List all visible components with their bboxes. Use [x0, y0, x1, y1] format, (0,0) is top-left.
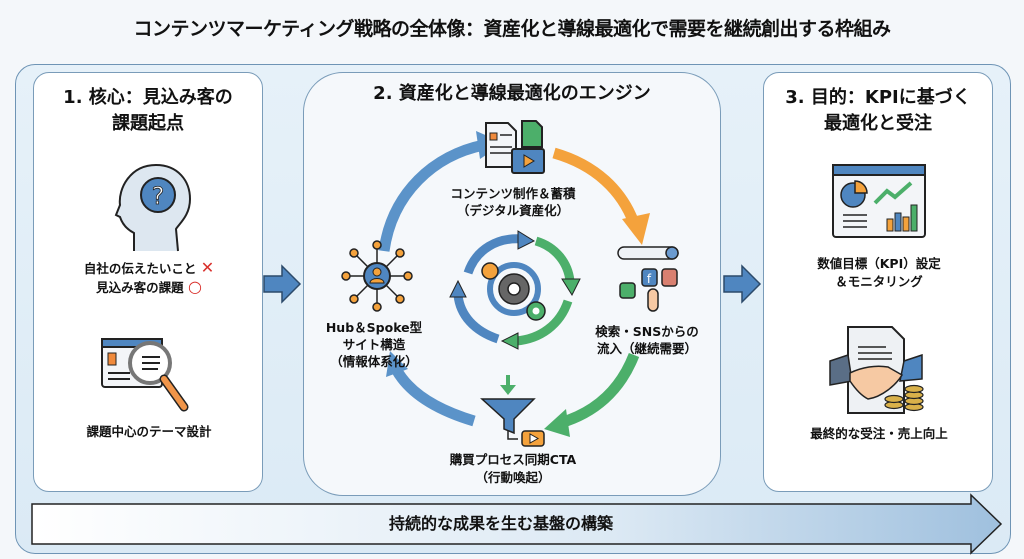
- site-structure-label: サイト構造: [342, 337, 406, 352]
- panel-core-heading-2: 課題起点: [112, 113, 184, 134]
- search-sns-label: 検索・SNSからの: [595, 324, 699, 339]
- svg-text:f: f: [647, 272, 652, 286]
- funnel-cta-icon: [480, 375, 545, 447]
- dashboard-chart-icon: [832, 164, 926, 238]
- panel-core-heading-1: 1. 核心：見込み客の: [63, 87, 233, 108]
- panel-goal: 3. 目的：KPIに基づく 最適化と受注 数値目標（KPI）設定 ＆モニタリング…: [763, 72, 993, 492]
- foundation-label: 持続的な成果を生む基盤の構築: [388, 514, 613, 533]
- magnifier-document-icon: [101, 338, 189, 412]
- page-title: コンテンツマーケティング戦略の全体像：資産化と導線最適化で需要を継続創出する枠組…: [133, 18, 891, 40]
- info-system-label: （情報体系化）: [330, 354, 418, 369]
- arrow-right-icon: [723, 264, 762, 304]
- theme-design-label: 課題中心のテーマ設計: [86, 424, 212, 439]
- call-to-action-label: （行動喚起）: [475, 470, 551, 485]
- cycle-arrows: [378, 131, 650, 437]
- circle-mark-icon: ○: [187, 277, 202, 296]
- panel-core: 1. 核心：見込み客の 課題起点 ? 自社の伝えたいこと ✕ 見込み客の課題 ○…: [33, 72, 263, 492]
- cross-mark-icon: ✕: [200, 258, 215, 277]
- continuous-demand-label: 流入（継続需要）: [596, 341, 697, 356]
- prospect-issue-text: 見込み客の課題: [96, 280, 184, 295]
- hub-spoke-icon: [341, 240, 413, 312]
- search-sns-icon: f: [617, 246, 679, 312]
- svg-text:?: ?: [152, 182, 165, 210]
- panel-engine-heading: 2. 資産化と導線最適化のエンジン: [373, 83, 651, 104]
- final-order-label: 最終的な受注・売上向上: [810, 426, 948, 441]
- content-production-label: コンテンツ制作＆蓄積: [450, 186, 576, 201]
- cta-label: 購買プロセス同期CTA: [449, 452, 577, 467]
- arrow-right-icon: [263, 264, 302, 304]
- handshake-contract-icon: [829, 326, 924, 414]
- long-arrow-shape: [31, 493, 1003, 555]
- hub-spoke-label: Hub＆Spoke型: [325, 320, 423, 335]
- head-question-icon: ?: [114, 163, 192, 252]
- monitoring-label: ＆モニタリング: [835, 274, 923, 289]
- panel-engine: 2. 資産化と導線最適化のエンジン コンテンツ制作＆蓄積 （デジタル資産化）: [303, 72, 721, 496]
- digital-asset-label: （デジタル資産化）: [456, 203, 570, 218]
- foundation-arrow: 持続的な成果を生む基盤の構築: [31, 493, 1003, 555]
- panel-goal-heading-2: 最適化と受注: [824, 113, 932, 134]
- documents-video-icon: [485, 120, 545, 174]
- gears-cycle-icon: [449, 230, 581, 350]
- own-message-text: 自社の伝えたいこと: [83, 261, 197, 276]
- kpi-setting-label: 数値目標（KPI）設定: [817, 256, 941, 271]
- panel-goal-heading-1: 3. 目的：KPIに基づく: [785, 87, 971, 108]
